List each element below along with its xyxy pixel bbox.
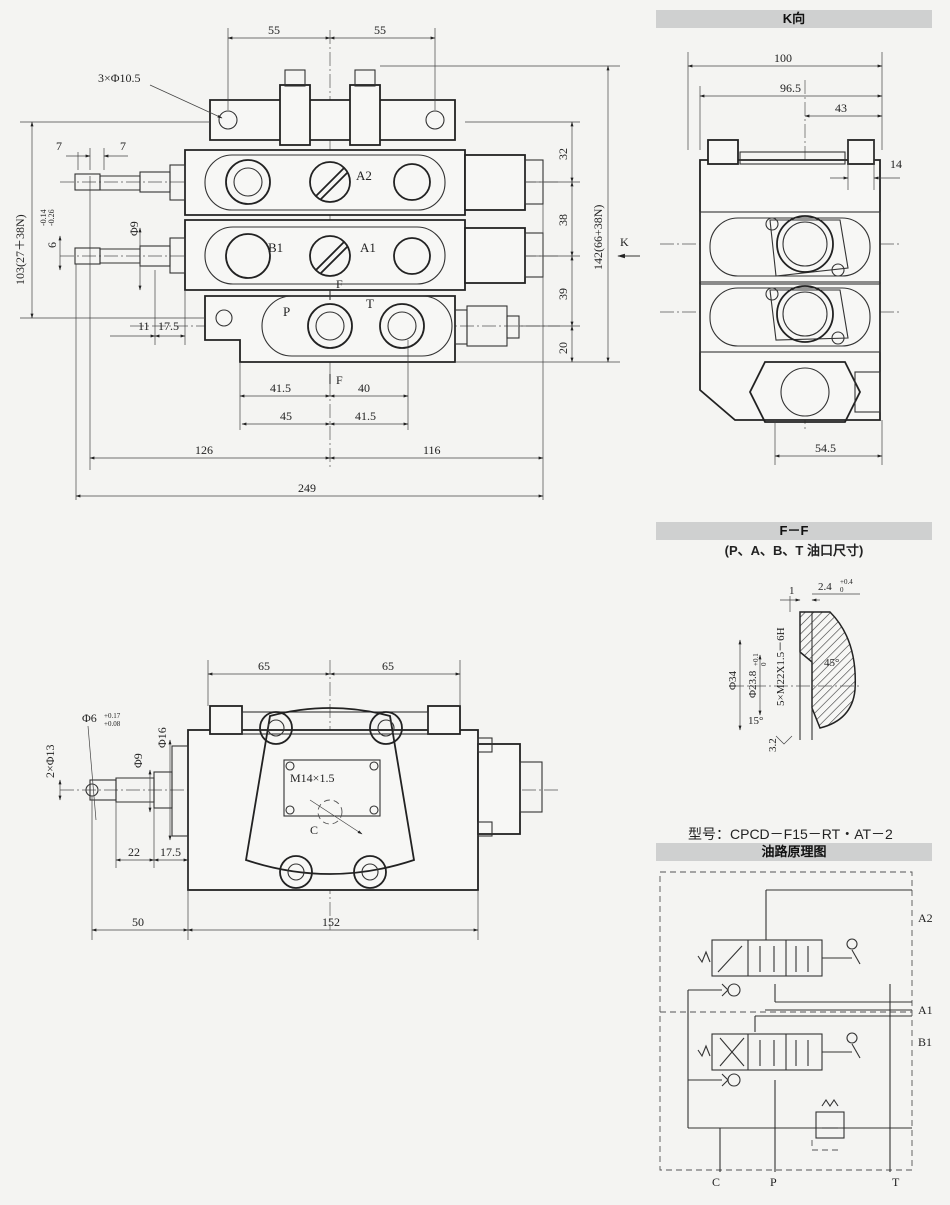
ff-phi23-8-tol2: 0 (760, 662, 768, 666)
schematic-title: 油路原理图 (656, 843, 932, 861)
schematic-port-p: P (770, 1175, 777, 1189)
section-title: F－F (656, 522, 932, 540)
dim-55-left: 55 (268, 23, 280, 37)
plan-dim-50: 50 (132, 915, 144, 929)
dim-249: 249 (298, 481, 316, 495)
plan-dim-65-right: 65 (382, 659, 394, 673)
dim-38: 38 (556, 214, 570, 226)
ff-phi23-8-tol: +0.1 (752, 653, 760, 666)
dim-32: 32 (556, 148, 570, 160)
plan-dim-17-5: 17.5 (160, 845, 181, 859)
label-f-bottom: F (336, 373, 343, 387)
schematic-port-b1: B1 (918, 1035, 932, 1049)
ff-dim-1: 1 (789, 585, 795, 597)
dim-6-tol: -0.14 (39, 209, 48, 226)
section-subtitle: (P、A、B、T 油口尺寸) (724, 543, 864, 558)
ff-dim-2-4-tol: +0.4 (840, 578, 853, 586)
plan-thread: M14×1.5 (290, 771, 334, 785)
ff-angle-15: 15° (748, 715, 763, 727)
schematic-port-a1: A1 (918, 1003, 933, 1017)
label-t: T (366, 296, 374, 311)
dim-17-5: 17.5 (158, 319, 179, 333)
plan-label-c: C (310, 823, 318, 837)
plan-dim-22: 22 (128, 845, 140, 859)
schematic-port-a2: A2 (918, 911, 933, 925)
dim-55-right: 55 (374, 23, 386, 37)
ff-phi34: Φ34 (727, 670, 739, 690)
dim-6-tol2: -0.26 (47, 209, 56, 226)
kview-dim-14: 14 (890, 157, 902, 171)
label-k: K (620, 235, 629, 249)
schematic-port-c: C (712, 1175, 720, 1189)
plan-dim-65-left: 65 (258, 659, 270, 673)
dim-phi9: Φ9 (127, 221, 141, 236)
ff-angle-45: 45° (824, 657, 839, 669)
plan-phi16: Φ16 (155, 727, 169, 748)
schematic-port-t: T (892, 1175, 900, 1189)
plan-phi6: Φ6 (82, 711, 97, 725)
schematic-model: 型号：CPCD－F15－RT・AT－2 (688, 826, 893, 842)
dim-40: 40 (358, 381, 370, 395)
plan-view: M14×1.5 C 65 65 Φ6 +0.17 +0.08 2×Φ13 Φ9 … (43, 659, 560, 940)
kview-dim-43: 43 (835, 101, 847, 115)
dim-6: 6 (45, 242, 59, 248)
dim-41-5-b: 41.5 (355, 409, 376, 423)
label-f-top: F (336, 277, 343, 291)
kview-dim-100: 100 (774, 51, 792, 65)
ff-dim-2-4-tol2: 0 (840, 586, 844, 594)
kview-dim-96-5: 96.5 (780, 81, 801, 95)
dim-45: 45 (280, 409, 292, 423)
section-ff: 1 2.4 +0.4 0 5×M22X1.5－6H Φ34 Φ23.8 +0.1… (727, 578, 860, 752)
plan-phi9: Φ9 (131, 753, 145, 768)
k-view: 100 96.5 43 14 54.5 (660, 51, 902, 465)
ff-thread: 5×M22X1.5－6H (775, 627, 787, 706)
dim-103: 103(27＋38N) (13, 214, 27, 285)
dim-20: 20 (556, 342, 570, 354)
plan-phi6-tol2: +0.08 (104, 720, 121, 728)
label-b1: B1 (268, 240, 283, 255)
dim-116: 116 (423, 443, 441, 457)
plan-dim-152: 152 (322, 915, 340, 929)
ff-phi23-8: Φ23.8 (747, 670, 759, 698)
label-a2: A2 (356, 168, 372, 183)
kview-dim-54-5: 54.5 (815, 441, 836, 455)
dim-7-left: 7 (56, 139, 62, 153)
front-view: A2 A1 B1 P T F F 55 55 3×Φ10.5 7 7 103(2… (13, 23, 640, 500)
dim-126: 126 (195, 443, 213, 457)
dim-39: 39 (556, 288, 570, 300)
plan-phi6-tol: +0.17 (104, 712, 121, 720)
ff-dim-2-4: 2.4 (818, 581, 832, 593)
dim-41-5-a: 41.5 (270, 381, 291, 395)
dim-7-right: 7 (120, 139, 126, 153)
ff-roughness: 3.2 (767, 738, 779, 752)
plan-phi13: 2×Φ13 (43, 744, 57, 778)
label-a1: A1 (360, 240, 376, 255)
dim-11: 11 (138, 319, 150, 333)
dim-holes: 3×Φ10.5 (98, 71, 141, 85)
kview-title: K向 (656, 10, 932, 28)
label-p: P (283, 304, 290, 319)
hydraulic-schematic: A2 A1 B1 C P T (659, 871, 933, 1189)
dim-142: 142(66+38N) (591, 205, 605, 270)
